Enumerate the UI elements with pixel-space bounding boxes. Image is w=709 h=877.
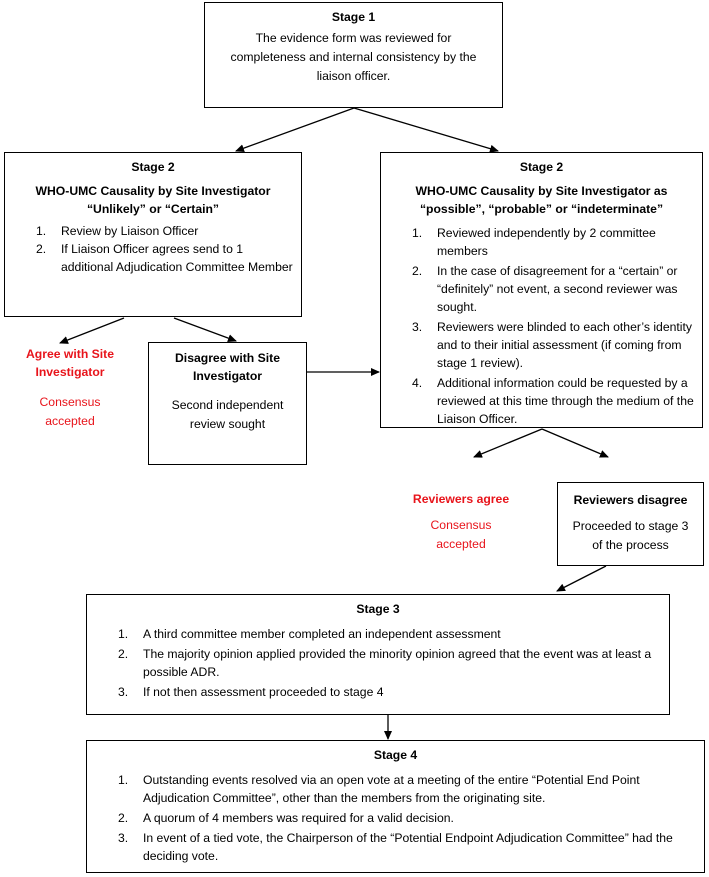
list-item: 3.In event of a tied vote, the Chairpers… <box>118 831 673 863</box>
arrow-stage1-to-right <box>353 107 499 153</box>
stage3-box: Stage 3 1.A third committee member compl… <box>86 594 670 715</box>
stage2-right-list: 1.Reviewed independently by 2 committee … <box>407 224 694 428</box>
disagree-site-title: Disagree with Site Investigator <box>175 351 280 383</box>
stage2-left-box: Stage 2 WHO-UMC Causality by Site Invest… <box>4 152 302 317</box>
stage1-box: Stage 1 The evidence form was reviewed f… <box>204 2 503 108</box>
list-item: 4.Additional information could be reques… <box>412 376 694 426</box>
reviewers-disagree-text: Proceeded to stage 3 of the process <box>572 519 689 552</box>
reviewers-agree-box: Reviewers agree Consensus accepted <box>379 482 543 566</box>
agree-site-text: Consensus accepted <box>39 395 101 428</box>
stage2-right-title: Stage 2 <box>519 160 564 174</box>
stage2-left-subtitle-1: WHO-UMC Causality by Site Investigator <box>35 184 271 198</box>
arrow-right-to-disagree <box>541 428 609 458</box>
stage1-title: Stage 1 <box>331 10 376 24</box>
reviewers-agree-title: Reviewers agree <box>412 492 510 506</box>
stage2-right-box: Stage 2 WHO-UMC Causality by Site Invest… <box>380 152 703 428</box>
stage2-left-title: Stage 2 <box>131 160 175 174</box>
stage2-left-list: 1.Review by Liaison Officer 2.If Liaison… <box>31 222 293 276</box>
stage1-text: The evidence form was reviewed for compl… <box>230 31 477 83</box>
list-item: 1.Outstanding events resolved via an ope… <box>118 773 640 805</box>
stage4-list: 1.Outstanding events resolved via an ope… <box>113 771 694 865</box>
arrow-stage1-to-left <box>235 107 355 153</box>
arrow-right-to-agree <box>473 428 543 458</box>
list-item: 2.A quorum of 4 members was required for… <box>118 811 454 825</box>
reviewers-agree-text: Consensus accepted <box>430 518 492 551</box>
list-item: 1.Review by Liaison Officer <box>36 224 199 238</box>
reviewers-disagree-box: Reviewers disagree Proceeded to stage 3 … <box>557 482 704 566</box>
stage2-right-subtitle-1: WHO-UMC Causality by Site Investigator a… <box>415 184 668 198</box>
list-item: 1.A third committee member completed an … <box>118 627 501 641</box>
list-item: 1.Reviewed independently by 2 committee … <box>412 226 656 258</box>
stage3-list: 1.A third committee member completed an … <box>113 625 659 701</box>
agree-site-box: Agree with Site Investigator Consensus a… <box>4 344 136 468</box>
reviewers-disagree-title: Reviewers disagree <box>573 493 688 507</box>
stage4-box: Stage 4 1.Outstanding events resolved vi… <box>86 740 705 873</box>
list-item: 3.If not then assessment proceeded to st… <box>118 685 384 699</box>
agree-site-title: Agree with Site Investigator <box>25 347 115 379</box>
arrow-left-to-agree <box>59 317 125 344</box>
list-item: 2.In the case of disagreement for a “cer… <box>412 264 678 314</box>
arrow-left-to-disagree <box>173 317 237 342</box>
list-item: 3.Reviewers were blinded to each other’s… <box>412 320 692 370</box>
disagree-site-box: Disagree with Site Investigator Second i… <box>148 342 307 465</box>
list-item: 2.If Liaison Officer agrees send to 1 ad… <box>36 242 293 274</box>
list-item: 2.The majority opinion applied provided … <box>118 647 652 679</box>
stage3-title: Stage 3 <box>356 602 400 616</box>
stage4-title: Stage 4 <box>373 748 418 762</box>
stage2-right-subtitle-2: “possible”, “probable” or “indeterminate… <box>419 202 664 216</box>
disagree-site-text: Second independent review sought <box>171 398 284 431</box>
stage2-left-subtitle-2: “Unlikely” or “Certain” <box>86 202 220 216</box>
arrow-disagree-to-stage3 <box>556 565 607 592</box>
